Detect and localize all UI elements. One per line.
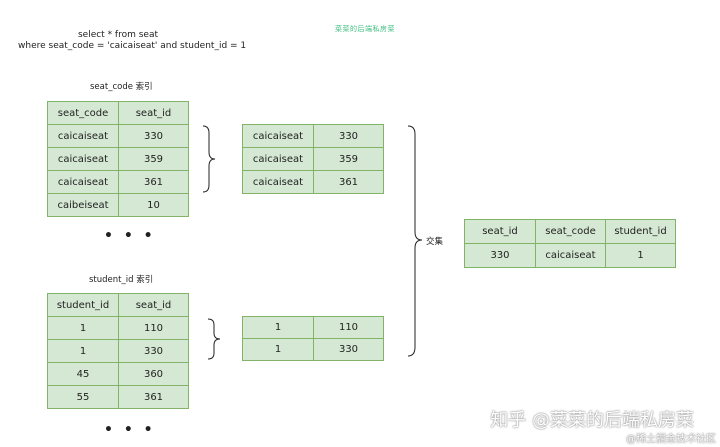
header-cell: seat_id	[118, 101, 189, 125]
table-cell: caicaiseat	[535, 243, 606, 268]
table-cell: 360	[118, 362, 189, 386]
table-header-row: seat_code seat_id	[47, 101, 189, 125]
table-cell: caicaiseat	[47, 147, 119, 171]
table-cell: caicaiseat	[242, 170, 314, 194]
table-cell: 10	[118, 193, 189, 217]
header-cell: seat_id	[464, 219, 536, 244]
table-cell: 110	[118, 316, 189, 340]
intersection-label: 交集	[426, 237, 444, 247]
sql-query: select * from seat where seat_code = 'ca…	[18, 30, 247, 52]
header-cell: student_id	[47, 293, 119, 317]
table-cell: 361	[118, 170, 189, 194]
table-cell: 359	[118, 147, 189, 171]
table-cell: 330	[118, 339, 189, 363]
seat-code-index-title: seat_code 索引	[90, 82, 153, 92]
table-row: 1 110	[47, 316, 189, 340]
table-row: caicaiseat 330	[242, 124, 384, 148]
table-cell: 361	[118, 385, 189, 409]
table-cell: 330	[464, 243, 536, 268]
table-header-row: seat_id seat_code student_id	[464, 219, 676, 244]
table-row: 330 caicaiseat 1	[464, 243, 676, 268]
ellipsis-student-id: • • •	[104, 422, 156, 438]
student-id-index-title: student_id 索引	[89, 275, 154, 285]
table-cell: 1	[242, 316, 314, 339]
table-row: caicaiseat 361	[47, 170, 189, 194]
table-row: 1 110	[242, 316, 384, 339]
table-cell: 1	[242, 338, 314, 361]
table-cell: caibeiseat	[47, 193, 119, 217]
header-cell: seat_id	[118, 293, 189, 317]
table-cell: 110	[313, 316, 384, 339]
seat-code-index-table: seat_code seat_id caicaiseat 330 caicais…	[47, 101, 189, 217]
table-row: caicaiseat 359	[47, 147, 189, 171]
header-cell: student_id	[605, 219, 676, 244]
filtered-student-id-table: 1 110 1 330	[242, 316, 384, 361]
table-cell: 359	[313, 147, 384, 171]
table-cell: 1	[47, 316, 119, 340]
result-table: seat_id seat_code student_id 330 caicais…	[464, 219, 676, 268]
table-row: 1 330	[47, 339, 189, 363]
watermark: 知乎 @菜菜的后端私房菜	[490, 410, 694, 431]
table-cell: 45	[47, 362, 119, 386]
sql-line-1: select * from seat	[77, 30, 159, 40]
table-row: caicaiseat 359	[242, 147, 384, 171]
student-id-index-table: student_id seat_id 1 110 1 330 45 360 55…	[47, 293, 189, 409]
table-row: caibeiseat 10	[47, 193, 189, 217]
table-cell: caicaiseat	[47, 124, 119, 148]
table-row: 55 361	[47, 385, 189, 409]
table-cell: caicaiseat	[47, 170, 119, 194]
header-cell: seat_code	[535, 219, 606, 244]
table-cell: caicaiseat	[242, 147, 314, 171]
header-tag: 菜菜的后端私房菜	[335, 25, 395, 33]
table-header-row: student_id seat_id	[47, 293, 189, 317]
table-cell: 55	[47, 385, 119, 409]
table-cell: 1	[47, 339, 119, 363]
table-row: 45 360	[47, 362, 189, 386]
table-cell: 330	[313, 124, 384, 148]
header-cell: seat_code	[47, 101, 119, 125]
table-row: 1 330	[242, 338, 384, 361]
brace-student-id	[205, 318, 223, 360]
table-cell: 330	[313, 338, 384, 361]
table-row: caicaiseat 330	[47, 124, 189, 148]
sql-line-2: where seat_code = 'caicaiseat' and stude…	[18, 41, 247, 51]
table-cell: 1	[605, 243, 676, 268]
brace-seat-code	[200, 125, 218, 193]
table-cell: 361	[313, 170, 384, 194]
table-cell: 330	[118, 124, 189, 148]
filtered-seat-code-table: caicaiseat 330 caicaiseat 359 caicaiseat…	[242, 124, 384, 194]
table-row: caicaiseat 361	[242, 170, 384, 194]
brace-intersection	[405, 125, 425, 357]
table-cell: caicaiseat	[242, 124, 314, 148]
ellipsis-seat-code: • • •	[104, 228, 156, 244]
watermark-sub: @稀土掘金技术社区	[626, 434, 716, 445]
